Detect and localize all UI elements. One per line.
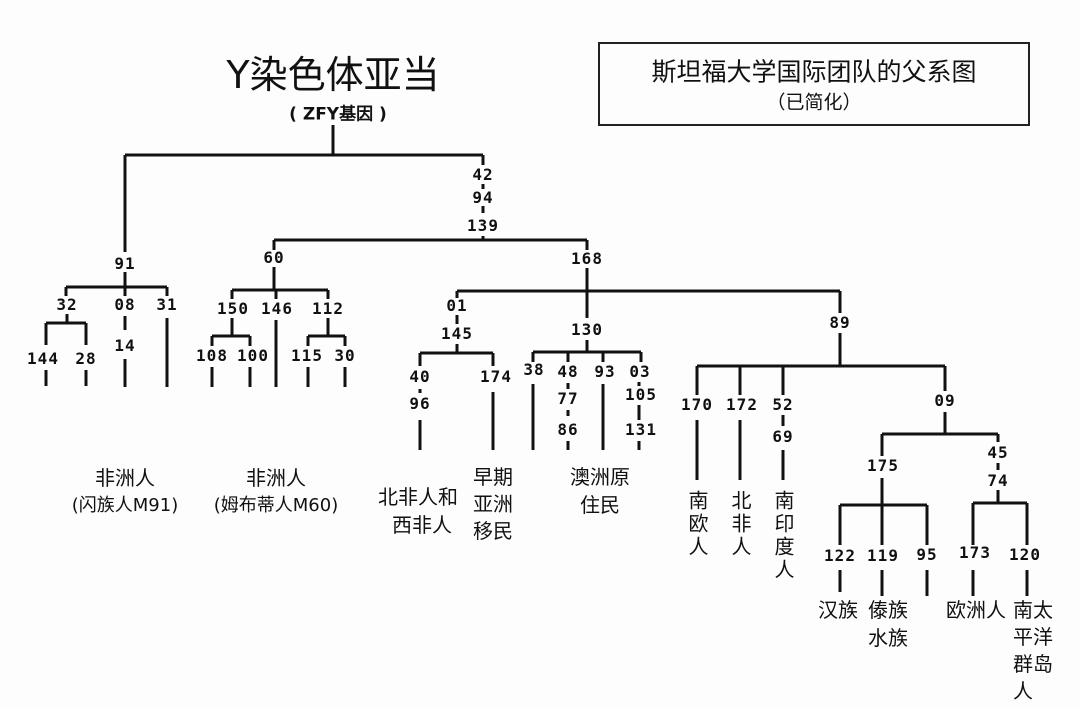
marker: 48 bbox=[557, 362, 579, 381]
group-label: 南欧人 bbox=[685, 490, 709, 559]
marker: 139 bbox=[467, 216, 499, 235]
marker: 105 bbox=[625, 385, 657, 404]
marker: 146 bbox=[261, 299, 293, 318]
group-label: 汉族 bbox=[818, 598, 858, 622]
marker: 86 bbox=[557, 420, 579, 439]
marker: 74 bbox=[987, 471, 1009, 490]
marker: 42 bbox=[472, 165, 494, 184]
marker: 52 bbox=[772, 395, 794, 414]
marker: 95 bbox=[916, 545, 938, 564]
marker: 170 bbox=[681, 395, 713, 414]
marker: 130 bbox=[571, 320, 603, 339]
marker: 131 bbox=[625, 420, 657, 439]
marker: 96 bbox=[409, 394, 431, 413]
marker: 14 bbox=[114, 336, 136, 355]
group-label: 非洲人 bbox=[95, 466, 155, 490]
legend-box bbox=[598, 42, 1030, 126]
group-label: 南太 bbox=[1013, 598, 1053, 622]
marker: 45 bbox=[987, 443, 1009, 462]
marker: 122 bbox=[824, 546, 856, 565]
diagram-subtitle: ( ZFY基因 ) bbox=[289, 104, 387, 125]
marker: 40 bbox=[409, 367, 431, 386]
group-label: 南印度人 bbox=[771, 490, 795, 582]
group-note: (姆布蒂人M60) bbox=[213, 495, 339, 516]
marker: 172 bbox=[726, 395, 758, 414]
marker: 168 bbox=[571, 249, 603, 268]
marker: 120 bbox=[1009, 545, 1041, 564]
marker: 69 bbox=[772, 427, 794, 446]
marker: 108 bbox=[196, 346, 228, 365]
group-label: 西非人 bbox=[392, 513, 452, 537]
marker: 175 bbox=[867, 456, 899, 475]
group-label: 非洲人 bbox=[246, 466, 306, 490]
marker: 77 bbox=[557, 389, 579, 408]
marker: 89 bbox=[829, 313, 851, 332]
group-label: 澳洲原 bbox=[570, 465, 630, 489]
marker: 100 bbox=[237, 346, 269, 365]
group-label: 平洋 bbox=[1013, 625, 1053, 649]
marker: 173 bbox=[959, 543, 991, 562]
marker: 144 bbox=[27, 349, 59, 368]
marker: 01 bbox=[446, 296, 468, 315]
marker: 60 bbox=[263, 248, 285, 267]
group-label: 北非人 bbox=[728, 490, 752, 559]
marker: 150 bbox=[217, 299, 249, 318]
marker: 38 bbox=[523, 360, 545, 379]
diagram-title: Y染色体亚当 bbox=[226, 53, 440, 97]
group-label: 早期亚洲移民 bbox=[473, 465, 513, 543]
marker: 94 bbox=[472, 188, 494, 207]
group-label: 住民 bbox=[580, 493, 620, 517]
group-label: 北非人和 bbox=[378, 485, 458, 509]
marker: 112 bbox=[312, 299, 344, 318]
group-note: (闪族人M91) bbox=[71, 495, 179, 516]
marker: 93 bbox=[594, 362, 616, 381]
marker: 28 bbox=[75, 349, 97, 368]
group-label: 群岛 bbox=[1013, 652, 1053, 676]
marker: 32 bbox=[56, 295, 78, 314]
marker: 31 bbox=[156, 295, 178, 314]
legend-box-title: 斯坦福大学国际团队的父系图 bbox=[651, 57, 977, 87]
marker: 145 bbox=[441, 324, 473, 343]
marker: 119 bbox=[867, 546, 899, 565]
group-label: 水族 bbox=[868, 626, 908, 650]
marker: 09 bbox=[934, 391, 956, 410]
marker: 03 bbox=[629, 362, 651, 381]
group-label: 傣族 bbox=[868, 598, 908, 622]
group-label: 人 bbox=[1013, 679, 1033, 703]
marker: 174 bbox=[480, 367, 512, 386]
legend-box-subtitle: （已简化） bbox=[766, 91, 862, 114]
marker: 08 bbox=[114, 295, 136, 314]
group-label: 欧洲人 bbox=[946, 598, 1006, 622]
marker: 115 bbox=[291, 346, 323, 365]
marker: 30 bbox=[334, 346, 356, 365]
marker: 91 bbox=[114, 254, 136, 273]
